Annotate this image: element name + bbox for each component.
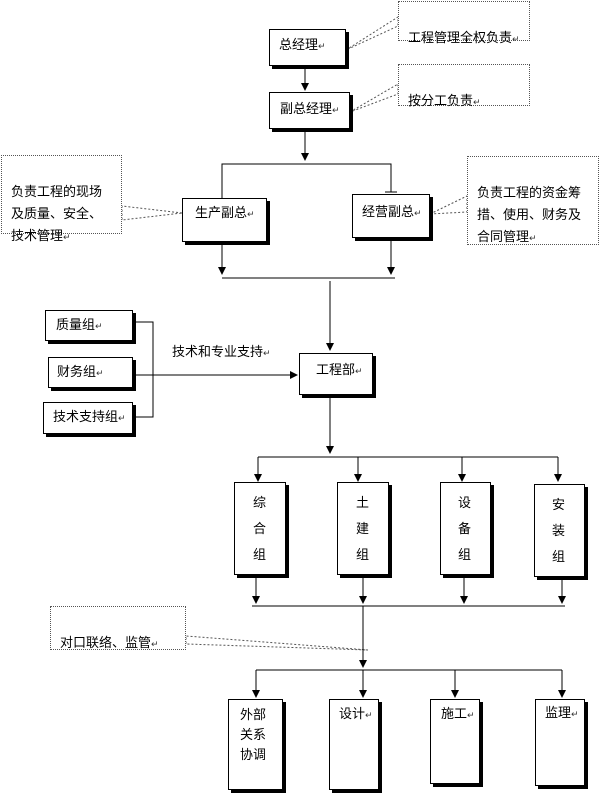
node-label: 技术支持组 xyxy=(53,410,119,425)
node-install-group: 安 装 组 xyxy=(534,484,585,577)
node-construction: 施工↵ xyxy=(430,699,480,784)
node-production-vp: 生产副总↵ xyxy=(182,198,267,242)
callout-vgm: 按分工负责↵ xyxy=(398,64,530,109)
node-label: 质量组 xyxy=(56,318,96,333)
node-quality-group: 质量组↵ xyxy=(45,310,133,341)
node-business-vp: 经营副总↵ xyxy=(352,194,430,238)
callout-liaison: 对口联络、监管↵ xyxy=(50,606,186,651)
edge-split-vps xyxy=(221,163,392,198)
node-label: 经营副总 xyxy=(362,205,415,220)
node-label: 土 建 组 xyxy=(356,496,370,563)
support-bracket xyxy=(133,321,154,418)
callout-pointer-biz xyxy=(429,195,468,215)
node-label: 安 装 组 xyxy=(552,498,566,565)
node-label: 综 合 组 xyxy=(253,496,267,563)
callout-pointer-liaison xyxy=(185,635,369,651)
node-vice-general-manager: 副总经理↵ xyxy=(269,92,350,129)
node-civil-group: 土 建 组 xyxy=(337,482,389,575)
node-external-coordination: 外部 关系 协调 xyxy=(228,699,283,790)
node-finance-group: 财务组↵ xyxy=(48,357,133,388)
callout-pointer-gm xyxy=(345,16,399,51)
node-label: 副总经理 xyxy=(280,102,333,117)
callout-gm: 工程管理全权负责↵ xyxy=(398,1,530,46)
node-label: 工程部 xyxy=(316,363,356,378)
callout-production: 负责工程的现场 及质量、安全、 技术管理↵ xyxy=(1,155,122,244)
node-label: 施工 xyxy=(441,707,468,722)
node-label: 监理 xyxy=(545,706,572,721)
callout-business: 负责工程的资金筹 措、使用、财务及 合同管理↵ xyxy=(467,156,599,245)
callout-pointer-vgm xyxy=(349,83,399,113)
node-general-manager: 总经理↵ xyxy=(269,29,346,66)
node-label: 设 备 组 xyxy=(458,496,472,563)
node-label: 设计 xyxy=(339,707,366,722)
callout-pointer-prod xyxy=(121,205,183,221)
node-label: 外部 关系 协调 xyxy=(240,708,267,763)
node-supervision: 监理↵ xyxy=(535,699,585,786)
node-equipment-group: 设 备 组 xyxy=(440,482,491,575)
node-engineering-dept: 工程部↵ xyxy=(299,353,373,395)
edge-label-support: 技术和专业支持↵ xyxy=(172,345,271,360)
node-tech-support-group: 技术支持组↵ xyxy=(43,402,133,434)
node-design: 设计↵ xyxy=(329,699,379,790)
node-label: 财务组 xyxy=(57,365,97,380)
node-label: 总经理 xyxy=(279,38,319,53)
node-label: 生产副总 xyxy=(195,206,248,221)
node-general-group: 综 合 组 xyxy=(234,482,286,575)
